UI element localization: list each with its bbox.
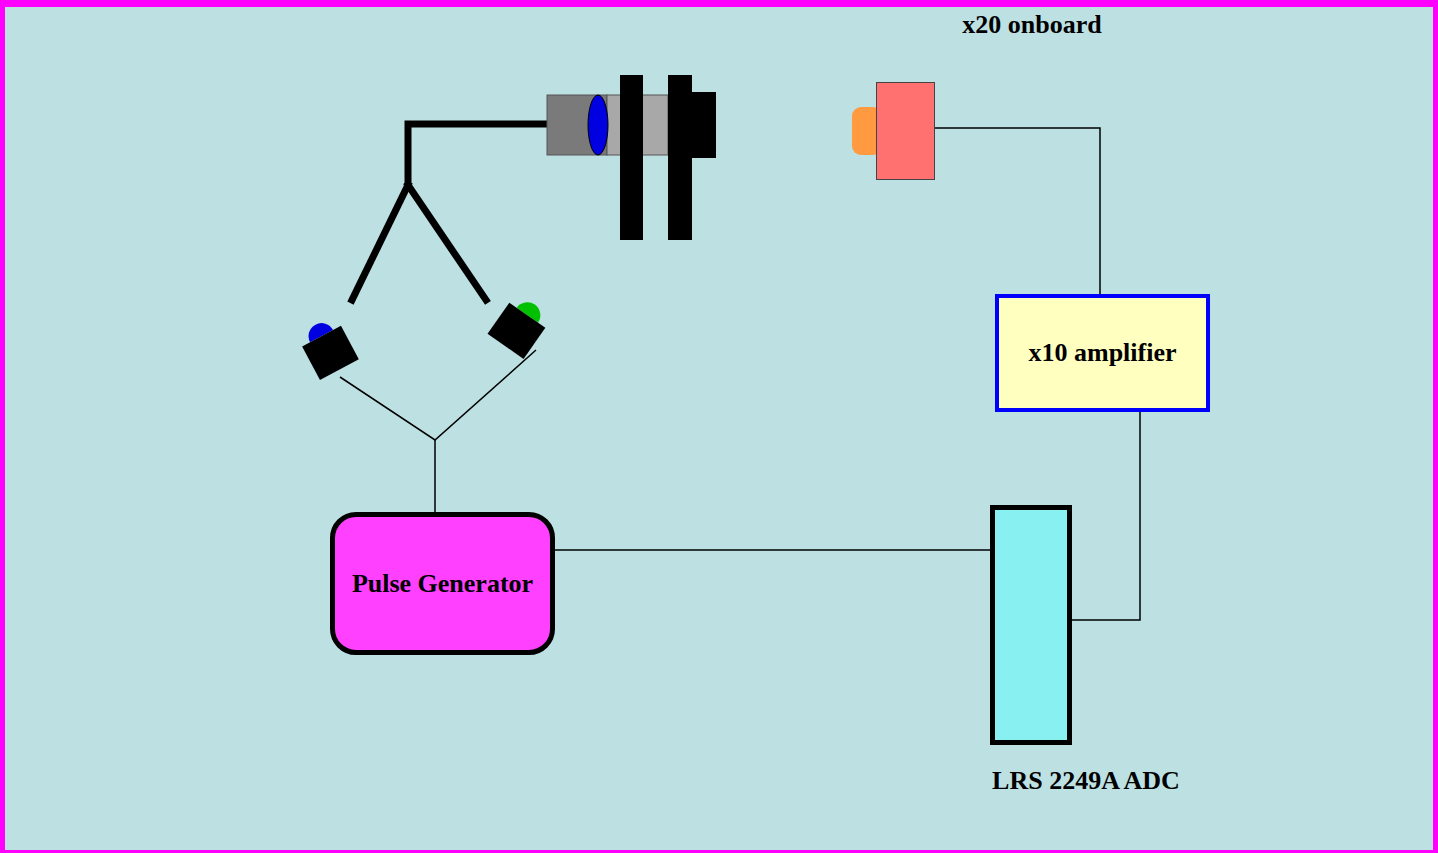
fibre-connector xyxy=(547,75,716,240)
node-label: Pulse Generator xyxy=(352,567,533,601)
optical-fibre xyxy=(352,124,548,300)
signal-wire xyxy=(555,549,990,551)
node-label: x20 onboard xyxy=(952,11,1112,39)
node-label: LRS 2249A ADC xyxy=(955,764,1217,798)
amplifier-box: x10 amplifier xyxy=(995,294,1210,412)
blue-led xyxy=(296,314,359,380)
photodiode-board: x20 onboard xyxy=(876,82,935,180)
pulse-generator-box: Pulse Generator xyxy=(330,512,555,655)
adc-module: LRS 2249A ADC xyxy=(990,505,1072,745)
green-led xyxy=(488,292,553,359)
node-label: x10 amplifier xyxy=(1028,336,1176,370)
led-wires xyxy=(340,350,536,514)
signal-wire xyxy=(1072,412,1140,620)
signal-wire xyxy=(935,128,1100,294)
